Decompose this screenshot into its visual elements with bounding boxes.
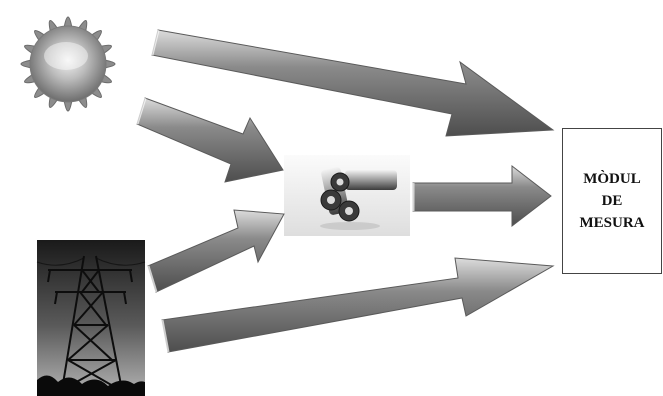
arrow-batteries-to-module: [411, 164, 552, 228]
arrow-sun-to-module: [150, 29, 555, 137]
sun-icon: [20, 16, 116, 112]
measurement-module-label: MÒDUL DE MESURA: [579, 171, 645, 231]
batteries-icon: [284, 155, 410, 236]
power-tower-icon: [36, 240, 146, 396]
measurement-module-box: MÒDUL DE MESURA: [562, 128, 662, 274]
arrow-sun-to-batteries: [135, 97, 284, 183]
arrow-tower-to-module: [160, 257, 555, 353]
arrow-tower-to-batteries: [146, 209, 285, 293]
